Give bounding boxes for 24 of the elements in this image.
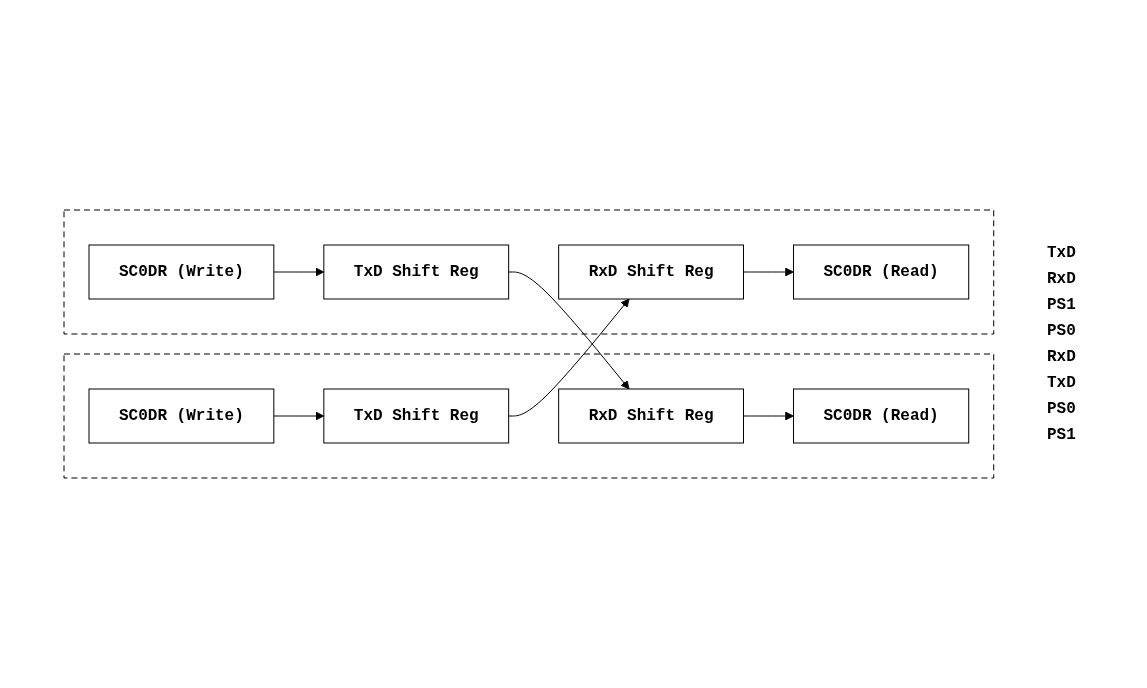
pin-label: PS0 <box>1047 400 1077 418</box>
arrow <box>507 298 630 417</box>
arrow <box>272 411 324 421</box>
node-box: RxD Shift Reg <box>557 244 744 300</box>
node-box: SC0DR (Read) <box>792 388 969 444</box>
node-box: SC0DR (Write) <box>88 244 274 300</box>
arrow <box>742 267 794 277</box>
arrow <box>507 271 630 390</box>
pin-label: PS1 <box>1047 426 1077 444</box>
node-box: TxD Shift Reg <box>322 244 509 300</box>
pin-label: RxD <box>1047 270 1077 288</box>
cluster <box>63 353 994 479</box>
arrow <box>272 267 324 277</box>
node-box: RxD Shift Reg <box>557 388 744 444</box>
cluster <box>63 209 994 335</box>
node-box: SC0DR (Read) <box>792 244 969 300</box>
pin-label: RxD <box>1047 348 1077 366</box>
arrow <box>742 411 794 421</box>
pin-label: TxD <box>1047 244 1077 262</box>
pin-label: PS0 <box>1047 322 1077 340</box>
node-box: TxD Shift Reg <box>322 388 509 444</box>
pin-label: PS1 <box>1047 296 1077 314</box>
node-box: SC0DR (Write) <box>88 388 274 444</box>
pin-label: TxD <box>1047 374 1077 392</box>
